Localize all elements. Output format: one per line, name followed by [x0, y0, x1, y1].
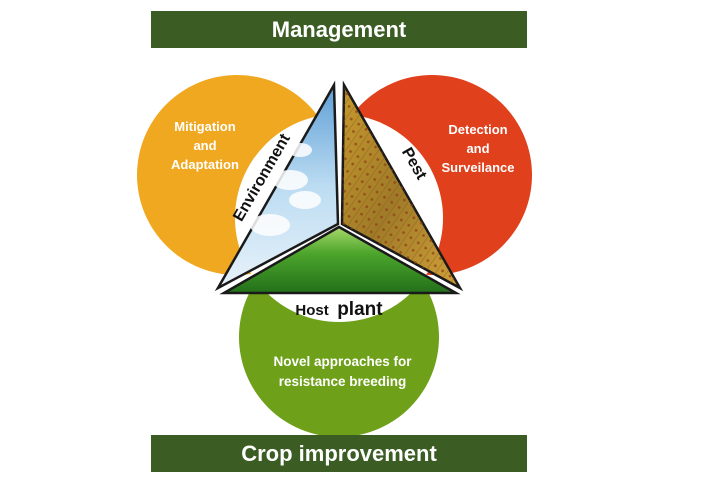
crop-improvement-banner: Crop improvement [151, 435, 527, 472]
detection-text: Detection and Surveilance [428, 120, 528, 177]
host-label-part1: Host [295, 302, 328, 319]
mitigation-line-1: Mitigation [174, 119, 236, 134]
mitigation-line-2: and [193, 138, 217, 153]
pest-texture [342, 85, 460, 288]
management-title: Management [271, 16, 407, 42]
host-plant-label: Host plant [295, 299, 383, 320]
management-banner: Management [151, 11, 527, 48]
host-label-part2: plant [337, 299, 383, 320]
crop-improvement-title: Crop improvement [241, 440, 437, 466]
detection-line-1: Detection [448, 122, 508, 137]
cloud-shapes [250, 143, 321, 236]
detection-line-3: Surveilance [441, 160, 515, 175]
resistance-text: Novel approaches for resistance breeding [250, 352, 435, 392]
mitigation-line-3: Adaptation [171, 157, 239, 172]
resistance-line-1: Novel approaches for [273, 354, 412, 369]
detection-line-2: and [466, 141, 490, 156]
host-plant-panel [219, 225, 461, 295]
resistance-line-2: resistance breeding [278, 374, 407, 389]
mitigation-text: Mitigation and Adaptation [150, 117, 260, 174]
